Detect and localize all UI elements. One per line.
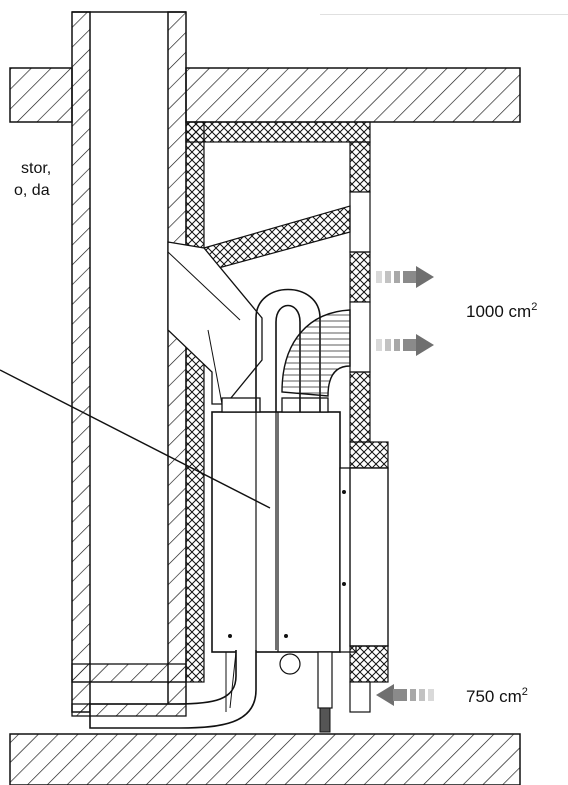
annotation-note: stor, o, da [14,158,51,202]
upper-vent-opening-2 [349,301,371,373]
insulation-baffle [203,205,351,273]
insert-leg-foot [319,707,331,733]
annotation-leader-line [0,369,271,509]
hood-wall-right-top [349,141,371,193]
upper-vent-area-label: 1000 cm2 [466,301,537,321]
lower-cladding-insulation [349,645,389,683]
upper-vent-opening-1 [349,191,371,253]
coiled-duct [281,309,351,397]
insert-top-collar-left [221,397,261,413]
annotation-note-line-2: o, da [14,182,50,199]
hood-insulation-left [185,121,205,683]
upper-outflow-arrow-1 [376,266,434,288]
hood-ledge [349,441,389,469]
lower-duct-left-1 [71,663,187,683]
lower-vent-opening [349,681,371,713]
chimney-wall-left [71,11,91,713]
hood-wall-right-mid [349,251,371,303]
top-right-tab-edge [320,0,568,15]
front-cladding [349,467,389,647]
floor-slab [9,733,521,785]
insert-leg [317,651,333,709]
insert-top-collar-right [281,397,329,413]
lower-duct-left-2 [71,703,187,717]
hood-wall-right-low [349,371,371,443]
annotation-note-line-1: stor, [21,160,52,177]
convection-duct [255,288,321,412]
adjustment-wheel [279,653,301,675]
ceiling-slab-right [185,67,521,123]
ceiling-slab-left [9,67,73,123]
lower-inflow-arrow [376,684,434,706]
chimney-wall-right [167,11,187,713]
lower-vent-area-label: 750 cm2 [466,686,528,706]
hood-insulation-top [185,121,371,143]
upper-outflow-arrow-2 [376,334,434,356]
